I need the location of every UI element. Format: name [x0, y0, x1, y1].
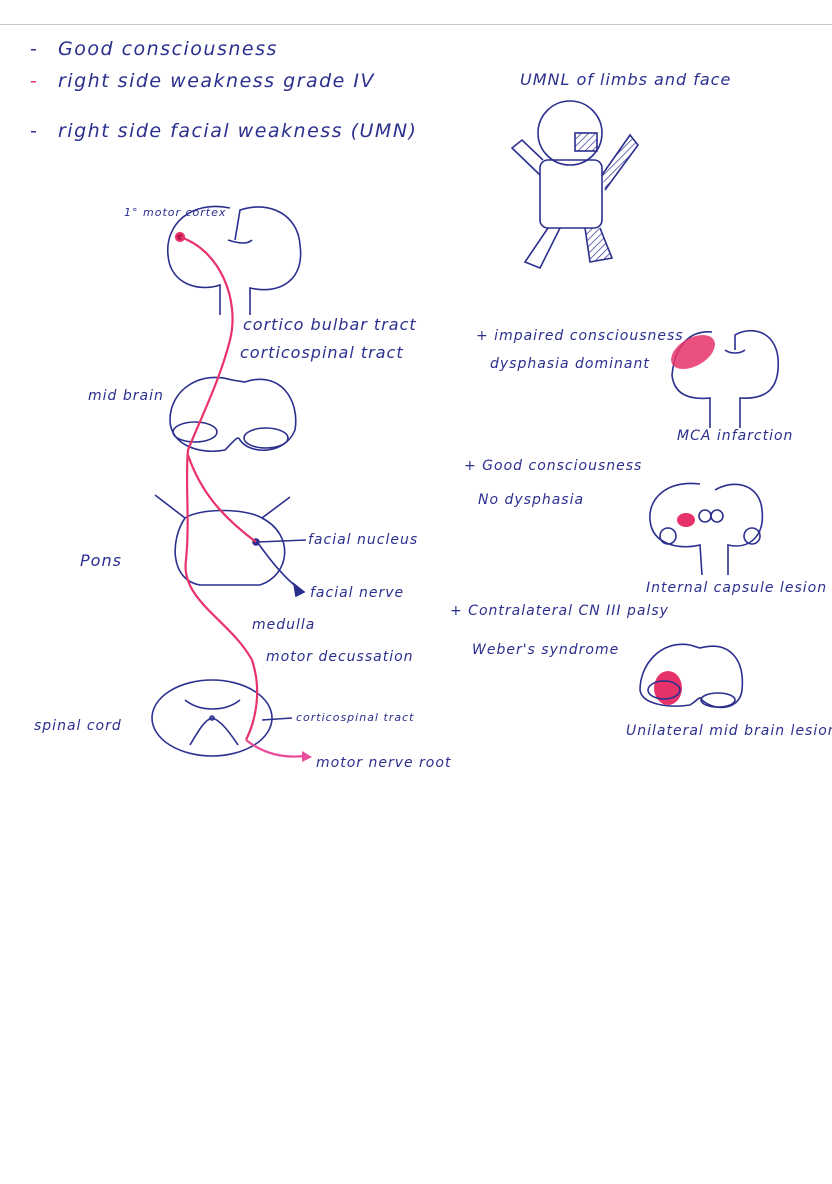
brain-coronal — [167, 205, 302, 315]
lesion-mca-label: MCA infarction — [677, 428, 794, 444]
note-consciousness: Good consciousness — [58, 38, 278, 60]
label-motor-cortex: 1° motor cortex — [124, 206, 227, 219]
lesion-weber-line1: + Contralateral CN III palsy — [450, 603, 669, 619]
lesion-ic-line2: No dysphasia — [478, 492, 585, 508]
lesion-ic-label: Internal capsule lesion — [646, 580, 828, 596]
spinal-cord-section — [151, 679, 293, 757]
lesion-weber-line2: Weber's syndrome — [472, 642, 620, 658]
note-weakness: right side weakness grade IV — [58, 70, 375, 92]
body-figure — [510, 100, 640, 270]
label-medulla: medulla — [252, 617, 316, 633]
page-edge — [0, 24, 832, 25]
motor-pathway — [174, 231, 312, 762]
label-nerve-root: motor nerve root — [316, 755, 452, 771]
internal-capsule-brain — [649, 482, 764, 576]
lesion-mca-line1: + impaired consciousness — [476, 328, 684, 344]
label-spinal-cord: spinal cord — [34, 718, 122, 734]
lesion-ic-line1: + Good consciousness — [464, 458, 643, 474]
bullet: - — [30, 120, 37, 142]
label-corticospinal: corticospinal tract — [240, 343, 404, 362]
lesion-weber-label: Unilateral mid brain lesion — [626, 723, 832, 739]
label-facial-nucleus: facial nucleus — [308, 532, 419, 548]
label-facial-nerve: facial nerve — [310, 585, 405, 601]
mca-brain — [671, 329, 780, 428]
midbrain-section — [169, 376, 297, 452]
label-midbrain: mid brain — [88, 388, 164, 404]
lesion-mca-line2: dysphasia dominant — [490, 356, 650, 372]
weber-midbrain — [639, 643, 744, 709]
bullet: - — [30, 38, 37, 60]
pons-section — [154, 494, 307, 598]
label-pons: Pons — [80, 551, 122, 570]
figure-title: UMNL of limbs and face — [520, 70, 732, 89]
label-cord-tract: corticospinal tract — [296, 711, 415, 724]
bullet: - — [30, 70, 37, 92]
note-facial-weakness: right side facial weakness (UMN) — [58, 120, 418, 142]
label-decussation: motor decussation — [266, 649, 414, 665]
label-corticobulbar: cortico bulbar tract — [243, 315, 417, 334]
